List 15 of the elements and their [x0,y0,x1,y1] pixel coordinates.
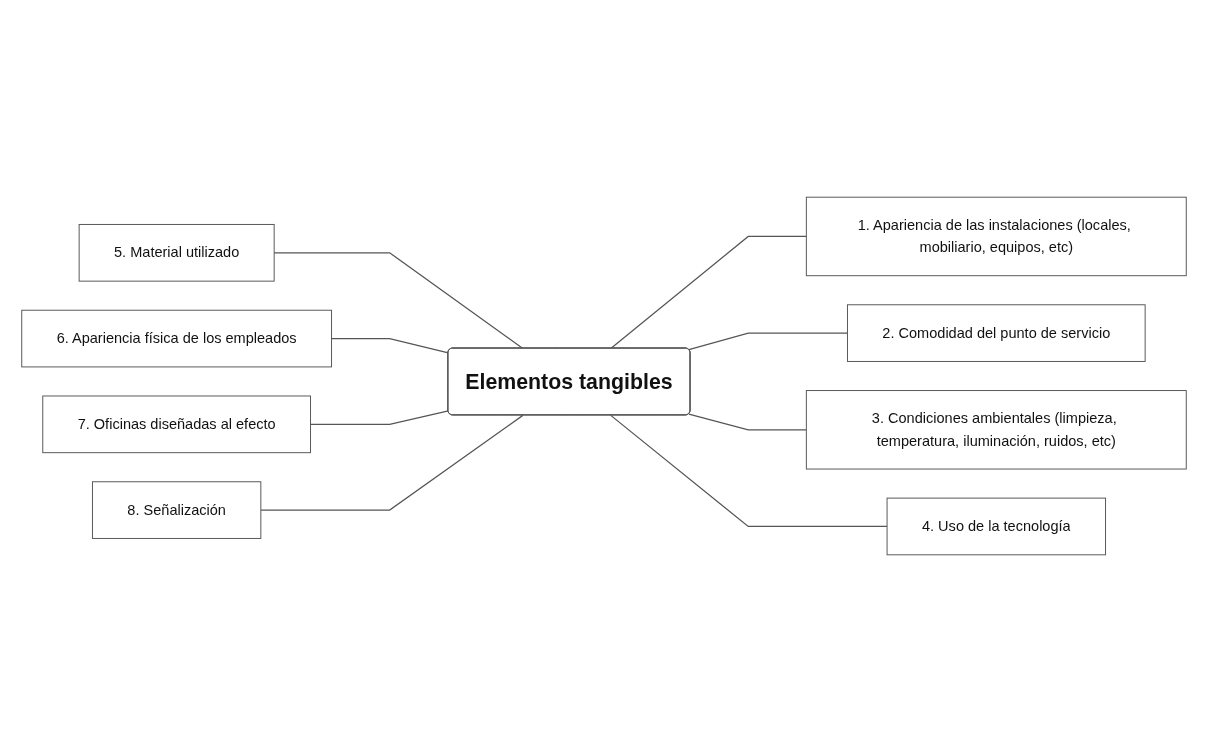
connector [609,414,888,527]
node-box: 7. Oficinas diseñadas al efecto [41,395,311,453]
connector [273,251,523,349]
connector [687,332,848,350]
node-box: 5. Material utilizado [78,223,275,282]
node-box: 3. Condiciones ambientales (limpieza, temperatura, iluminación, ruidos, etc) [805,389,1187,469]
node-box: 8. Señalización [91,480,261,539]
node-box: 6. Apariencia física de los empleados [20,309,332,367]
connector [330,337,449,354]
node-box: 4. Uso de la tecnología [886,497,1106,555]
node-box: 1. Apariencia de las instalaciones (locales, mobiliario, equipos, etc) [805,196,1187,276]
node-box: 2. Comodidad del punto de servicio [846,303,1146,362]
connector [309,409,449,425]
connector [687,413,807,430]
connector [259,414,523,511]
